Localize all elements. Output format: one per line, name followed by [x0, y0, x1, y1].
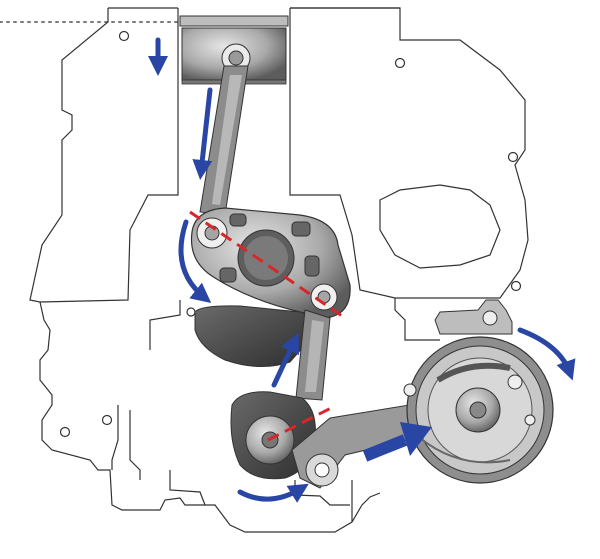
lever-rotation-arrow [178, 219, 212, 304]
engine-block-outline [29, 7, 529, 533]
axis-lines [189, 210, 346, 442]
crank-counterweight [194, 305, 311, 368]
multilink-lever [190, 207, 351, 319]
motion-arrows [148, 37, 576, 503]
bolt-holes [59, 30, 522, 438]
control-motor [403, 299, 554, 484]
connecting-rod [199, 65, 249, 216]
link-upward-arrow [271, 332, 299, 388]
lower-link [295, 309, 331, 401]
lever-axis-line [189, 210, 346, 320]
shaft-rotation-arrow [237, 483, 309, 503]
actuator-push-arrow [362, 422, 432, 462]
shaft-axis-line [267, 404, 336, 442]
rod-stroke-arrow [192, 87, 213, 180]
motor-rotation-arrow [517, 327, 576, 381]
